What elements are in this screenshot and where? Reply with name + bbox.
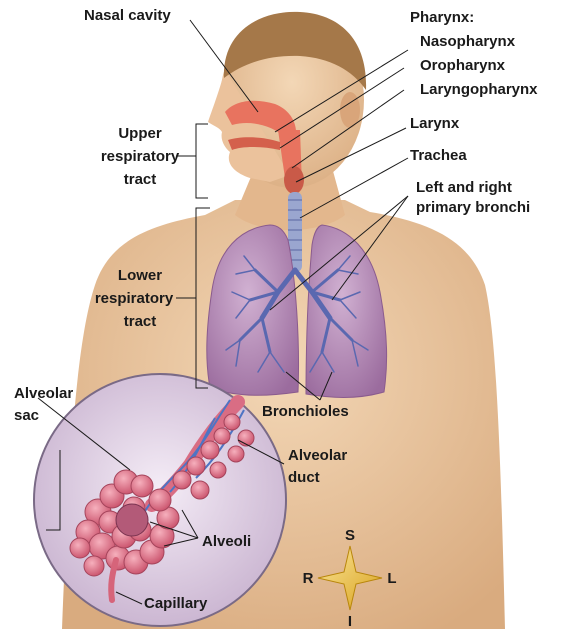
- compass-right: R: [303, 570, 314, 587]
- upper-tract-bracket: [196, 124, 208, 198]
- label-alveolar-sac-2: sac: [14, 407, 39, 424]
- compass-inferior: I: [348, 613, 352, 629]
- label-larynx: Larynx: [410, 115, 460, 132]
- label-alveolar-duct-1: Alveolar: [288, 447, 347, 464]
- label-lower-tract-2: respiratory: [95, 290, 174, 307]
- label-bronchioles: Bronchioles: [262, 403, 349, 420]
- label-laryngopharynx: Laryngopharynx: [420, 81, 538, 98]
- label-alveolar-sac-1: Alveolar: [14, 385, 73, 402]
- compass-superior: S: [345, 527, 355, 544]
- label-alveoli: Alveoli: [202, 533, 251, 550]
- label-capillary: Capillary: [144, 595, 208, 612]
- label-trachea: Trachea: [410, 147, 467, 164]
- compass-left: L: [387, 570, 396, 587]
- label-nasopharynx: Nasopharynx: [420, 33, 516, 50]
- label-upper-tract-3: tract: [124, 171, 157, 188]
- alveoli-inset: [34, 374, 286, 626]
- label-bronchi-line2: primary bronchi: [416, 199, 530, 216]
- label-oropharynx: Oropharynx: [420, 57, 506, 74]
- label-bronchi-line1: Left and right: [416, 179, 512, 196]
- label-upper-tract-2: respiratory: [101, 148, 180, 165]
- label-lower-tract-1: Lower: [118, 267, 162, 284]
- alveolus-interior: [116, 504, 148, 536]
- label-nasal-cavity: Nasal cavity: [84, 7, 171, 24]
- label-pharynx: Pharynx:: [410, 9, 474, 26]
- label-lower-tract-3: tract: [124, 313, 157, 330]
- label-upper-tract-1: Upper: [118, 125, 162, 142]
- label-alveolar-duct-2: duct: [288, 469, 320, 486]
